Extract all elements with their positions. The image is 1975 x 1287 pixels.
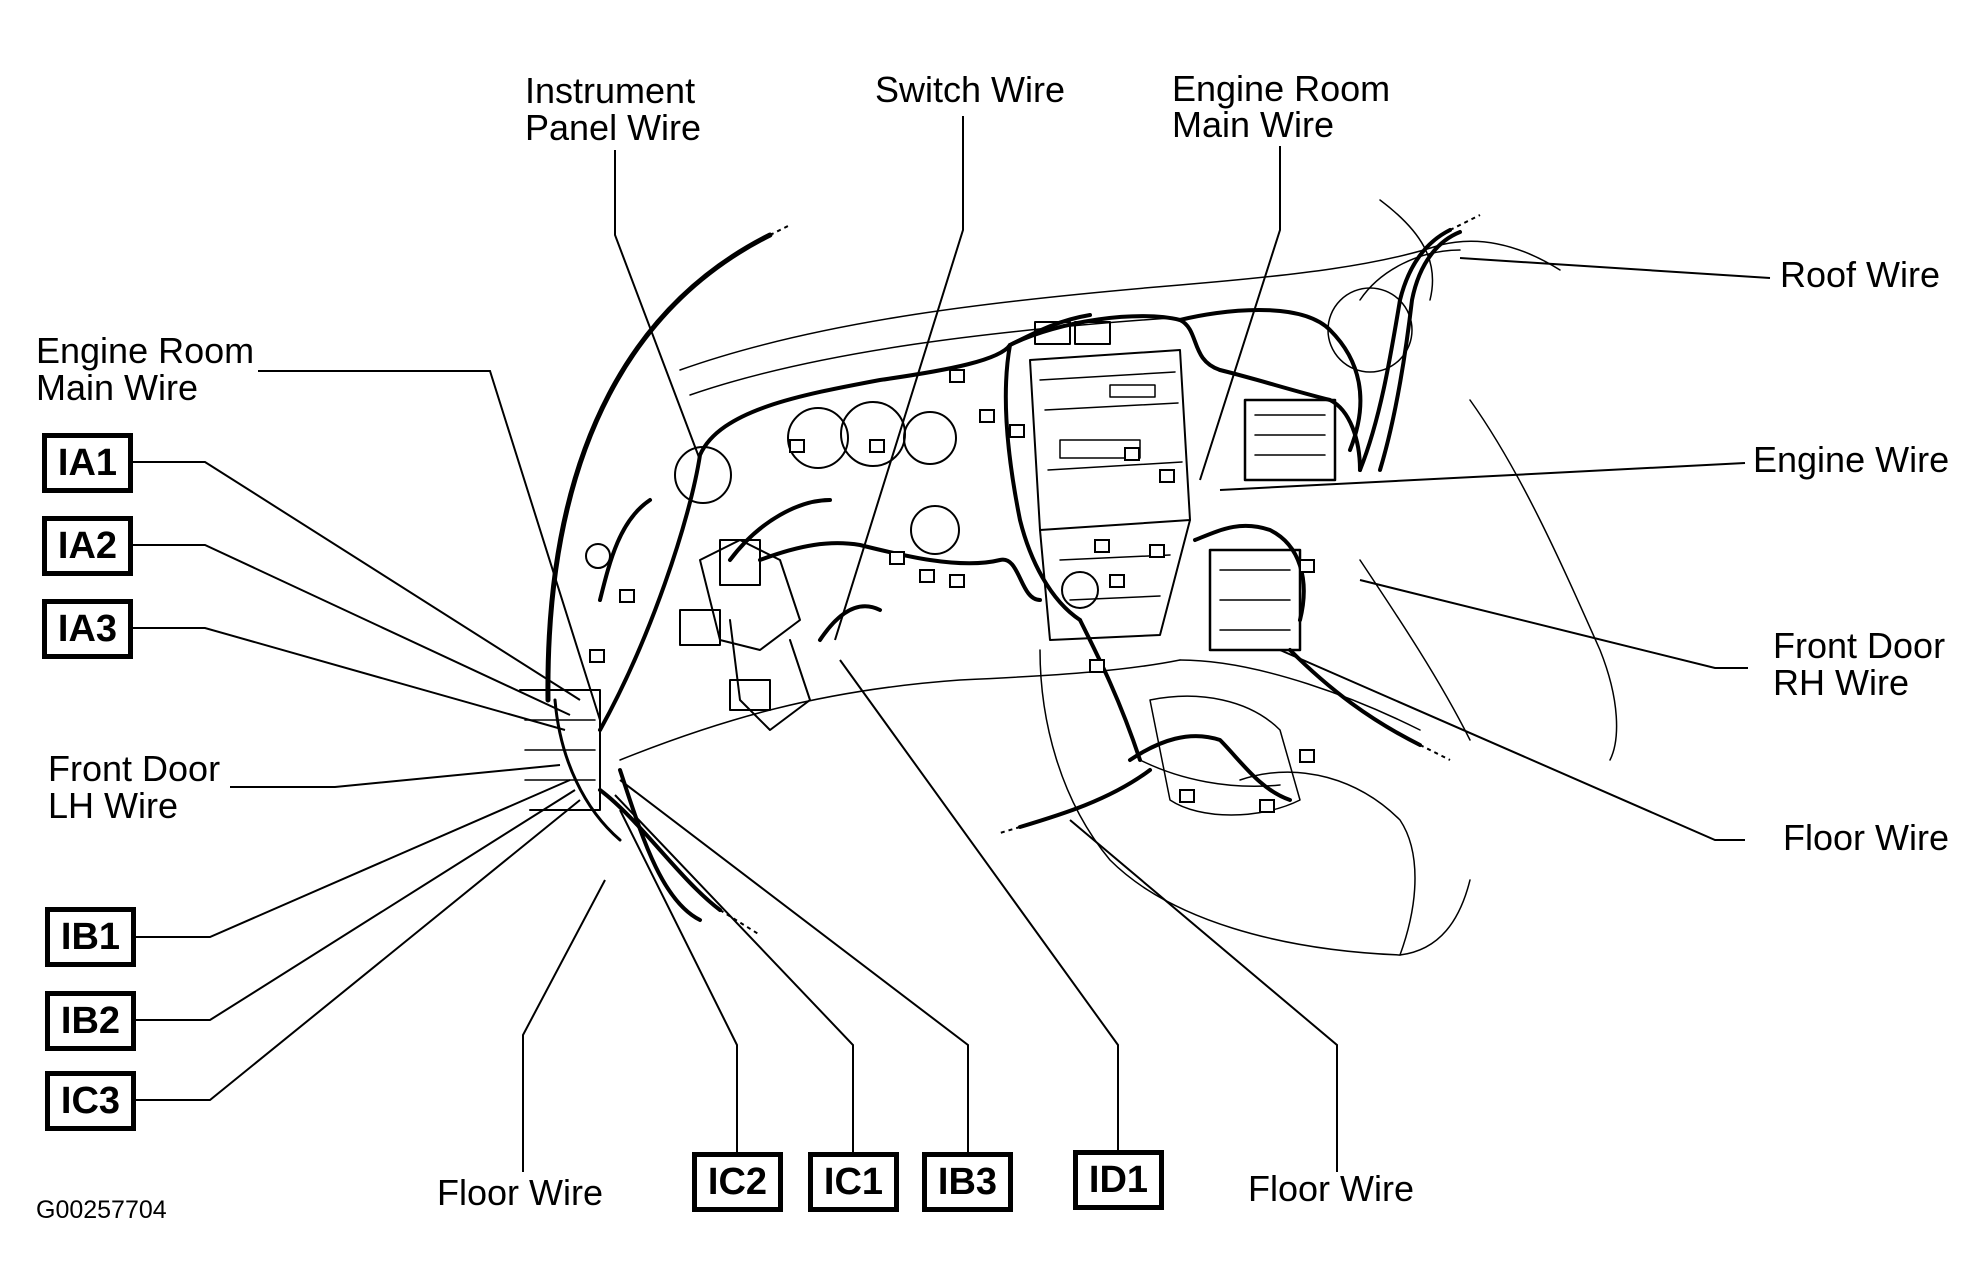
floor-wire-right-label: Floor Wire (1783, 817, 1950, 858)
floor-wire-bottom-left-label: Floor Wire (437, 1172, 604, 1213)
connector-ia1-box: IA1 (42, 433, 133, 493)
roof-wire-label: Roof Wire (1780, 254, 1941, 295)
connector-ia2-box: IA2 (42, 516, 133, 576)
front-door-rh-wire-label-line2: RH Wire (1773, 662, 1909, 703)
engine-room-main-wire-top-label-line2: Main Wire (1172, 104, 1335, 145)
connector-ia3-box: IA3 (42, 599, 133, 659)
wire-tips (719, 214, 1481, 936)
connector-id1-box: ID1 (1073, 1150, 1164, 1210)
engine-room-main-wire-left-label-line1: Engine Room (36, 330, 255, 371)
floor-wire-bottom-right-label: Floor Wire (1248, 1168, 1415, 1209)
harness-connectors (589, 369, 1315, 813)
engine-wire-label: Engine Wire (1753, 439, 1950, 480)
instrument-panel-wire-label-line1: Instrument (525, 70, 696, 111)
connector-ic2-box: IC2 (692, 1152, 783, 1212)
wire-harness (598, 228, 1462, 922)
instrument-panel-wire-label-line2: Panel Wire (525, 107, 702, 148)
front-door-lh-wire-label-line2: LH Wire (48, 785, 179, 826)
connector-ic3-box: IC3 (45, 1071, 136, 1131)
connector-ib3-box: IB3 (922, 1152, 1013, 1212)
dashboard-drawing (519, 199, 1618, 956)
switch-wire-label: Switch Wire (875, 69, 1066, 110)
leader-lines (133, 116, 1771, 1172)
figure-id: G00257704 (36, 1196, 167, 1224)
engine-room-main-wire-left-label-line2: Main Wire (36, 367, 199, 408)
engine-room-main-wire-top-label-line1: Engine Room (1172, 68, 1391, 109)
connector-ic1-box: IC1 (808, 1152, 899, 1212)
connector-ib2-box: IB2 (45, 991, 136, 1051)
front-door-lh-wire-label-line1: Front Door (48, 748, 221, 789)
front-door-rh-wire-label-line1: Front Door (1773, 625, 1946, 666)
connector-ib1-box: IB1 (45, 907, 136, 967)
